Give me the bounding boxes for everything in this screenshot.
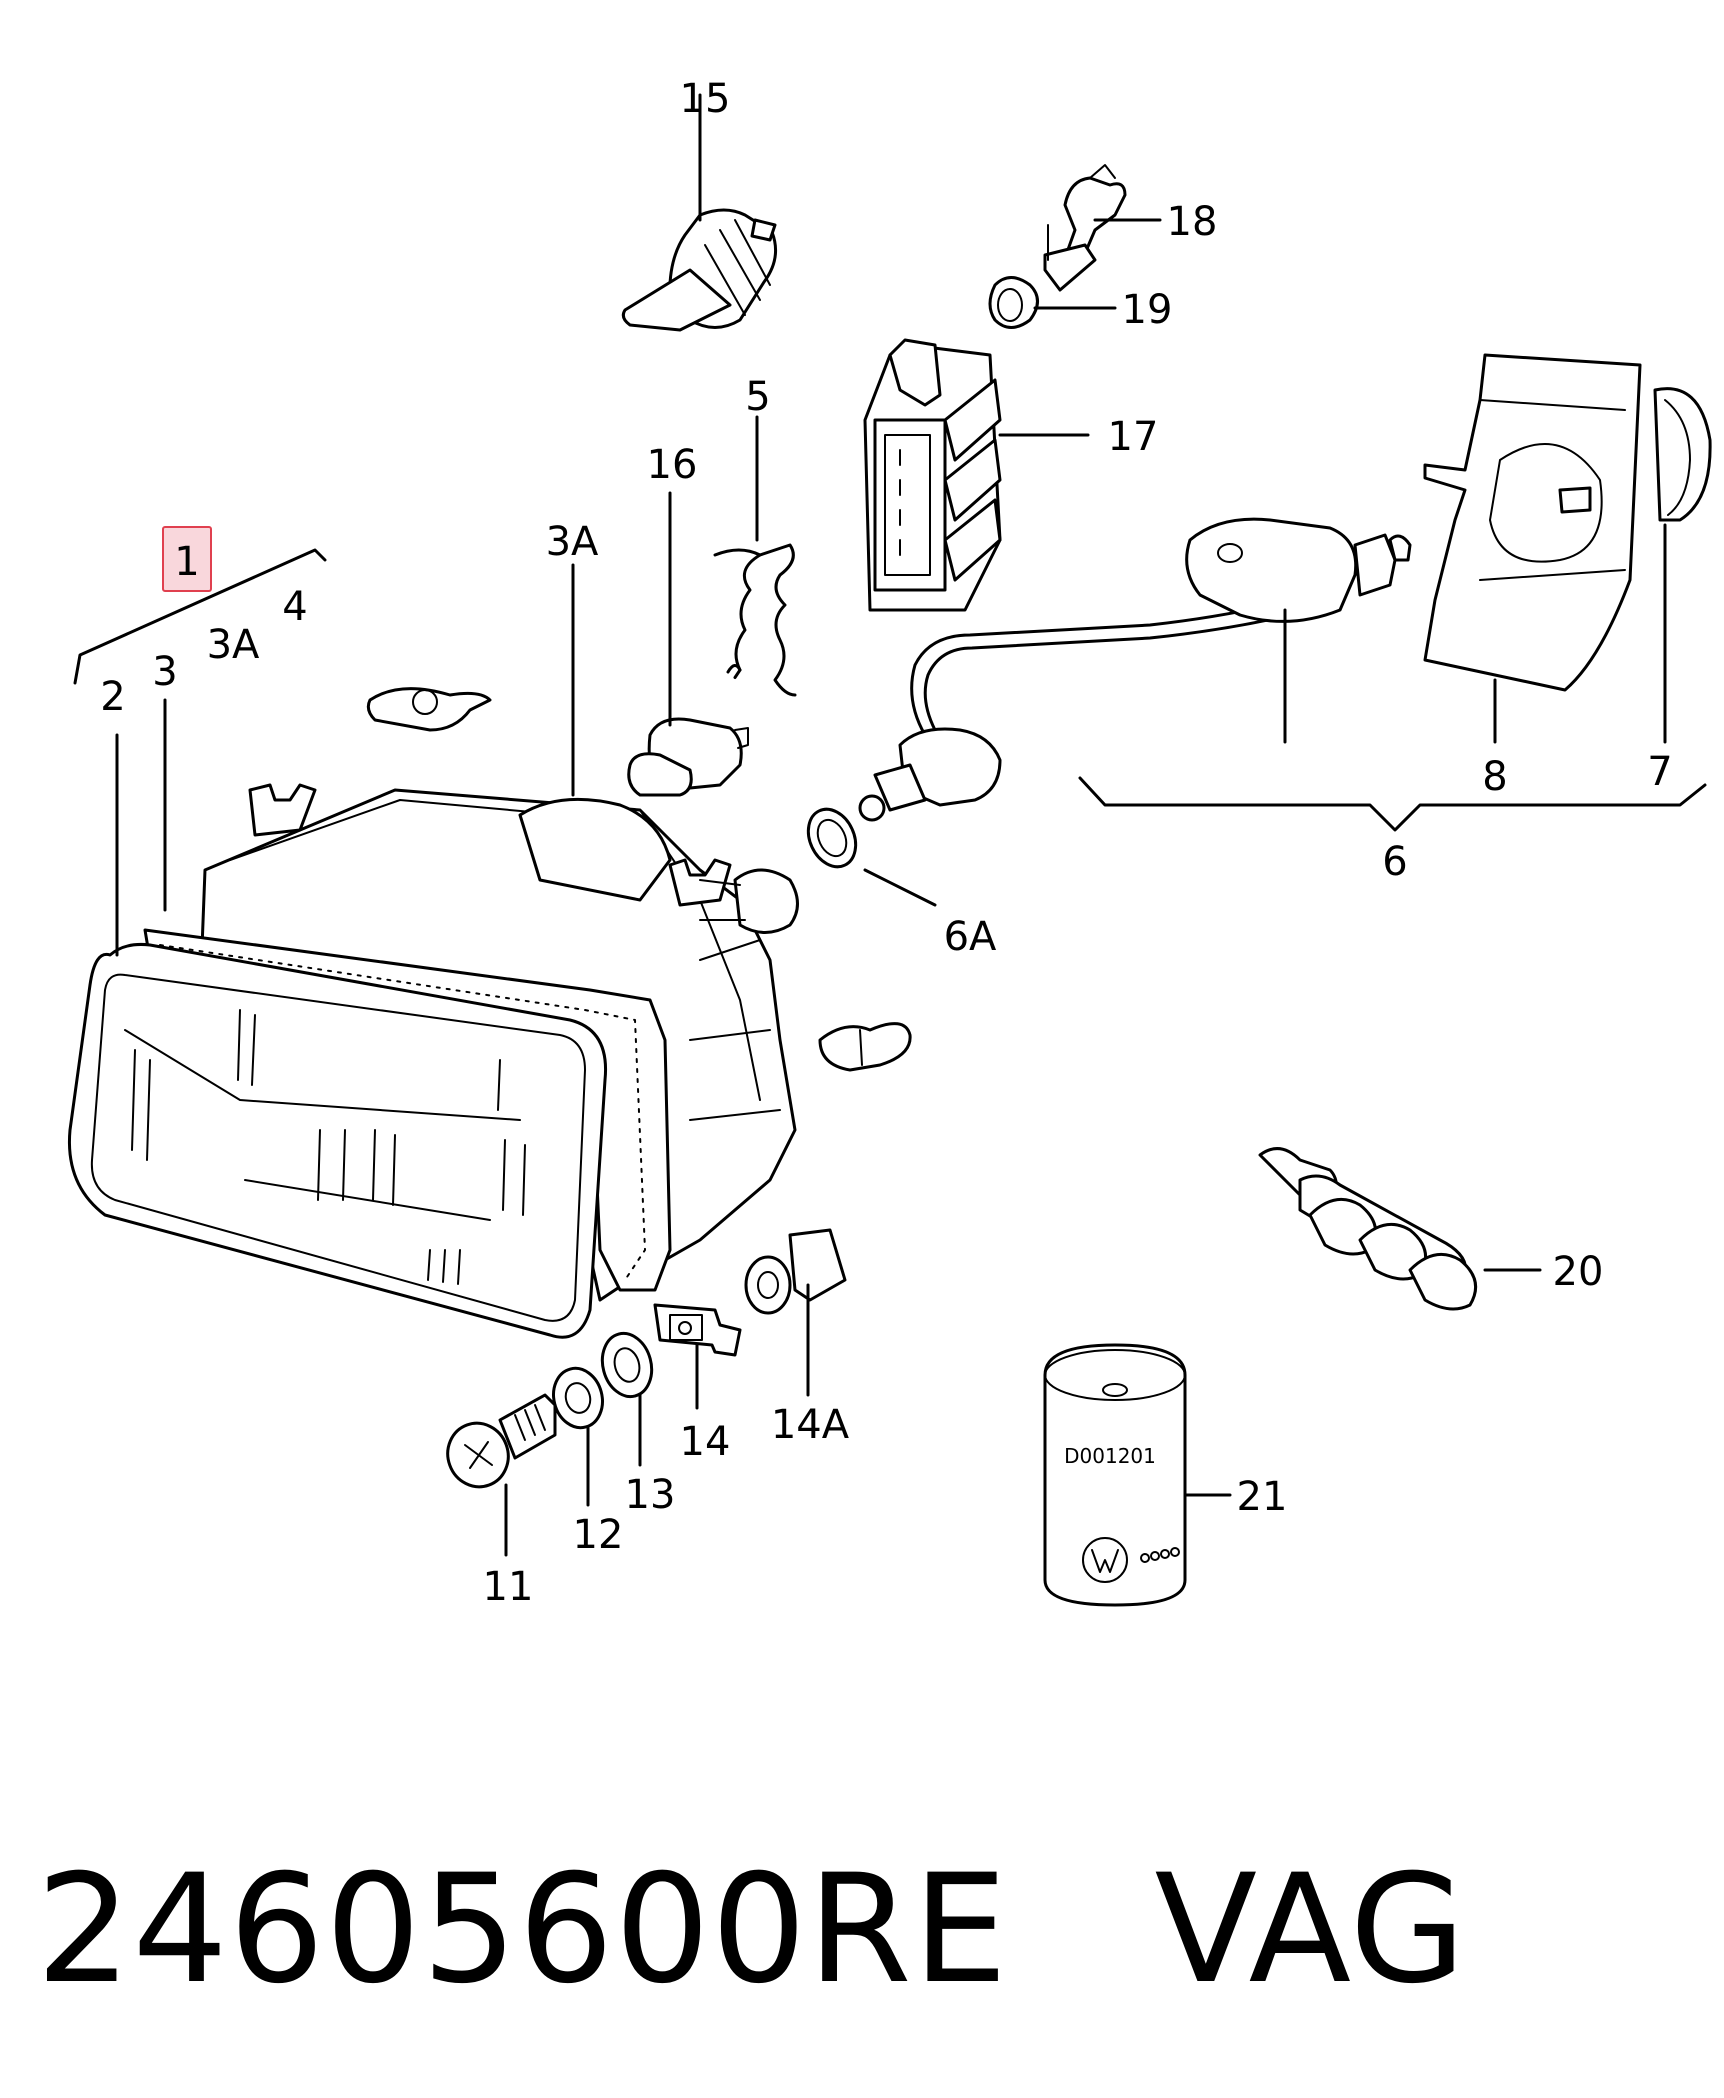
can-label-text: D001201 (1064, 1444, 1156, 1468)
label-16: 16 (647, 442, 698, 488)
label-7: 7 (1647, 749, 1672, 795)
label-18: 18 (1167, 199, 1218, 245)
footer-caption: 24605600RE VAG (36, 1855, 1467, 2005)
label-11: 11 (483, 1564, 534, 1610)
label-3a-top: 3A (546, 519, 599, 565)
headlight-housing (67, 783, 797, 1339)
label-8: 8 (1482, 754, 1507, 800)
label-6a: 6A (944, 914, 997, 960)
label-17: 17 (1108, 414, 1159, 460)
part-number: 24605600RE (36, 1843, 1009, 2017)
label-12: 12 (573, 1512, 624, 1558)
label-1: 1 (174, 539, 199, 585)
highlight-box-part-1 (162, 526, 212, 592)
label-21: 21 (1237, 1474, 1288, 1520)
small-bulb (818, 1022, 912, 1072)
bracket-part-4 (366, 687, 492, 732)
lamp-holder-wiring-part-6 (858, 517, 1412, 822)
label-5: 5 (745, 374, 770, 420)
label-2: 2 (100, 674, 125, 720)
label-14: 14 (680, 1419, 731, 1465)
cable-clip-part-20 (1258, 1147, 1478, 1311)
label-14a: 14A (771, 1402, 850, 1448)
ring-part-6a (806, 807, 858, 869)
bulb-socket-3a (518, 797, 799, 934)
seal-part-19 (988, 276, 1039, 329)
contact-part-18 (1043, 164, 1127, 292)
reflector-part-8 (1423, 353, 1642, 692)
label-19: 19 (1122, 287, 1173, 333)
label-6: 6 (1382, 839, 1407, 885)
halogen-bulb-part-15 (621, 208, 778, 332)
spring-clip-part-5 (713, 543, 797, 697)
brand-name: VAG (1154, 1843, 1467, 2017)
washer-part-13 (600, 1331, 654, 1399)
nut-part-14 (653, 1303, 742, 1357)
leader-lines (73, 93, 1707, 1557)
bulb-part-16 (627, 717, 749, 797)
label-15: 15 (680, 76, 731, 122)
cap-part-7 (1653, 387, 1712, 522)
can-part-21: D001201 (1043, 1343, 1187, 1607)
label-13: 13 (625, 1472, 676, 1518)
label-4: 4 (282, 584, 307, 630)
connector-part-17 (863, 338, 1002, 612)
label-20: 20 (1553, 1249, 1604, 1295)
label-3a-left: 3A (207, 622, 260, 668)
clip-part-14a (744, 1228, 847, 1315)
label-3: 3 (152, 649, 177, 695)
screw-part-11 (446, 1393, 557, 1489)
